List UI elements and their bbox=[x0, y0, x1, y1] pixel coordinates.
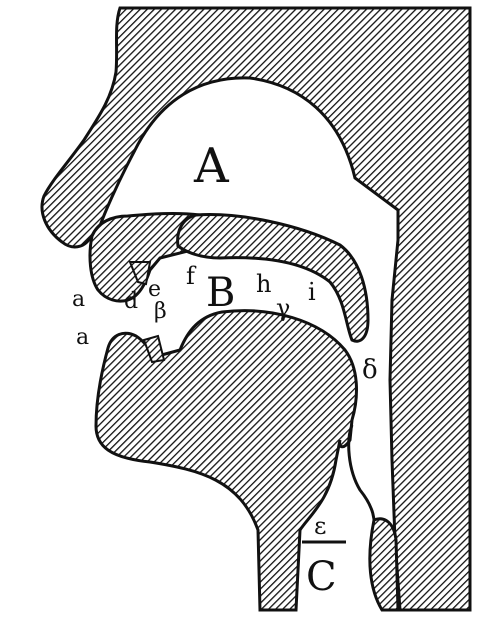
label-h: h bbox=[256, 270, 271, 298]
label-d: d bbox=[124, 289, 138, 314]
label-a-lower: a bbox=[76, 325, 89, 350]
larynx-region bbox=[370, 519, 398, 610]
label-epsilon: ε bbox=[314, 512, 326, 540]
label-f: f bbox=[186, 262, 197, 290]
label-B: B bbox=[206, 270, 235, 316]
epiglottis bbox=[349, 425, 375, 540]
label-i: i bbox=[308, 278, 316, 306]
label-A: A bbox=[193, 138, 230, 194]
label-C: C bbox=[306, 554, 337, 600]
label-a-upper: a bbox=[72, 287, 85, 312]
label-delta: δ bbox=[362, 355, 378, 385]
label-beta: β bbox=[154, 299, 167, 324]
label-gamma: γ bbox=[276, 294, 290, 322]
